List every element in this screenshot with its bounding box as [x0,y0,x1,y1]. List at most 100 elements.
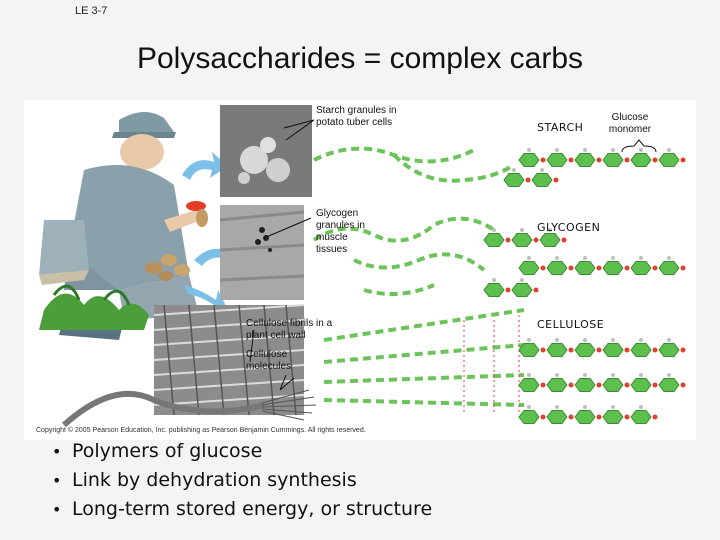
glucose-hexagon-rows [483,148,686,424]
oxygen-atom [596,265,602,271]
label-glycogen: GLYCOGEN [537,221,601,234]
glucose-unit [546,343,568,357]
starch-chain [313,146,516,183]
oxygen-atom [540,157,546,163]
hydrogen-atom [548,228,552,232]
oxygen-atom [624,265,630,271]
oxygen-atom [680,157,686,163]
oxygen-atom [568,347,574,353]
hydrogen-atom [555,405,559,409]
oxygen-atom [533,287,539,293]
polysaccharide-figure: Starch granules in potato tuber cells Gl… [24,100,696,440]
hydrogen-atom [639,405,643,409]
glucose-unit [630,261,652,275]
bullet-text: Polymers of glucose [72,440,263,462]
hydrogen-atom [583,338,587,342]
oxygen-atom [505,237,511,243]
glucose-unit [518,343,540,357]
hydrogen-atom [492,278,496,282]
glucose-unit [574,410,596,424]
oxygen-atom [540,382,546,388]
glucose-unit [483,283,505,297]
hydrogen-atom [512,168,516,172]
oxygen-atom [568,414,574,420]
hydrogen-atom [667,148,671,152]
hydrogen-atom [583,373,587,377]
glucose-unit [518,378,540,392]
oxygen-atom [652,414,658,420]
hydrogen-atom [583,405,587,409]
oxygen-atom [568,265,574,271]
bullet-item: •Link by dehydration synthesis [52,469,357,491]
hydrogen-atom [667,373,671,377]
label-glucose-monomer: Glucose monomer [608,112,652,135]
glucose-unit [630,343,652,357]
caption-glycogen-granules: Glycogen granules in muscle tissues [316,208,365,255]
hydrogen-atom [520,278,524,282]
glucose-unit [539,233,561,247]
farmer-illustration [39,111,208,340]
glucose-unit [546,153,568,167]
hydrogen-atom [527,405,531,409]
oxygen-atom [568,382,574,388]
slide-title: Polysaccharides = complex carbs [136,42,584,75]
hydrogen-atom [639,256,643,260]
oxygen-atom [540,265,546,271]
oxygen-atom [505,287,511,293]
glucose-unit [574,378,596,392]
oxygen-atom [680,347,686,353]
oxygen-atom [596,157,602,163]
bullet-list: •Polymers of glucose •Link by dehydratio… [52,437,432,524]
bullet-item: •Long-term stored energy, or structure [52,498,433,520]
hydrogen-atom [611,405,615,409]
glycogen-chain [312,216,496,296]
hydrogen-atom [555,338,559,342]
hydrogen-atom [667,256,671,260]
monomer-bracket [621,139,657,153]
copyright-note: Copyright © 2005 Pearson Education, Inc.… [36,427,366,434]
hydrogen-atom [492,228,496,232]
oxygen-atom [596,414,602,420]
label-starch: STARCH [537,121,584,134]
glucose-unit [602,378,624,392]
oxygen-atom [680,382,686,388]
oxygen-atom [652,347,658,353]
glucose-unit [511,233,533,247]
glucose-unit [483,233,505,247]
oxygen-atom [553,177,559,183]
glucose-unit [518,410,540,424]
glucose-unit [503,173,525,187]
slide-label: LE 3-7 [75,5,108,17]
oxygen-atom [652,157,658,163]
glucose-unit [630,378,652,392]
oxygen-atom [652,382,658,388]
label-cellulose: CELLULOSE [537,318,605,331]
glucose-unit [602,261,624,275]
figure-artwork [39,105,686,428]
cellulose-fibre [61,390,265,428]
hydrogen-atom [520,228,524,232]
hydrogen-atom [611,148,615,152]
glucose-unit [546,261,568,275]
glucose-unit [546,378,568,392]
oxygen-atom [561,237,567,243]
glucose-unit [518,153,540,167]
cellulose-strands [323,308,525,415]
hydrogen-atom [527,373,531,377]
oxygen-atom [624,382,630,388]
glucose-unit [658,153,680,167]
caption-starch-granules: Starch granules in potato tuber cells [316,105,397,128]
bullet-text: Link by dehydration synthesis [72,469,357,491]
oxygen-atom [652,265,658,271]
oxygen-atom [624,157,630,163]
oxygen-atom [624,347,630,353]
hydrogen-atom [527,256,531,260]
oxygen-atom [680,265,686,271]
hydrogen-atom [639,373,643,377]
glucose-unit [658,378,680,392]
oxygen-atom [624,414,630,420]
oxygen-atom [540,414,546,420]
glucose-unit [574,261,596,275]
oxygen-atom [533,237,539,243]
bullet-text: Long-term stored energy, or structure [72,498,433,520]
